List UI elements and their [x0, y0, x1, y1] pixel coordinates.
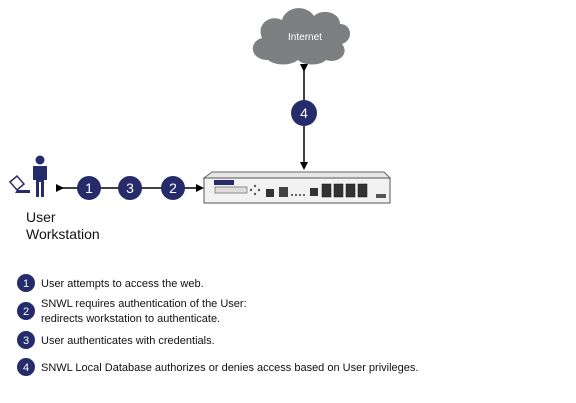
svg-text:2: 2 [23, 306, 29, 318]
legend-item-4: 4 SNWL Local Database authorizes or deni… [17, 358, 418, 376]
svg-text:1: 1 [85, 180, 93, 196]
legend-item-2: 2 SNWL requires authentication of the Us… [17, 298, 247, 325]
step-badge-1: 1 [77, 176, 101, 200]
svg-text:1: 1 [23, 278, 29, 290]
step-badge-4: 4 [291, 100, 317, 126]
lcd-display [214, 186, 248, 194]
firewall-appliance-icon [202, 171, 392, 204]
laptop-icon [8, 174, 30, 193]
legend-text-4: SNWL Local Database authorizes or denies… [41, 362, 418, 374]
legend-item-3: 3 User authenticates with credentials. [17, 331, 215, 349]
step-badge-3: 3 [118, 176, 142, 200]
cloud-label: Internet [288, 32, 322, 43]
legend-text-2a: SNWL requires authentication of the User… [41, 298, 247, 310]
legend-text-1: User attempts to access the web. [41, 278, 204, 290]
workstation-label-line2: Workstation [26, 226, 100, 242]
cloud-icon: Internet [252, 8, 351, 65]
svg-text:4: 4 [23, 362, 29, 374]
appliance-logo-mark [214, 180, 234, 185]
svg-text:3: 3 [23, 335, 29, 347]
user-icon [33, 155, 47, 197]
step-badge-2: 2 [161, 176, 185, 200]
legend: 1 User attempts to access the web. 2 SNW… [17, 274, 418, 376]
svg-text:4: 4 [300, 105, 308, 121]
svg-text:3: 3 [126, 180, 134, 196]
workstation-label-line1: User [26, 209, 56, 225]
svg-text:2: 2 [169, 180, 177, 196]
legend-text-3: User authenticates with credentials. [41, 335, 215, 347]
legend-item-1: 1 User attempts to access the web. [17, 274, 204, 292]
legend-text-2b: redirects workstation to authenticate. [41, 313, 220, 325]
